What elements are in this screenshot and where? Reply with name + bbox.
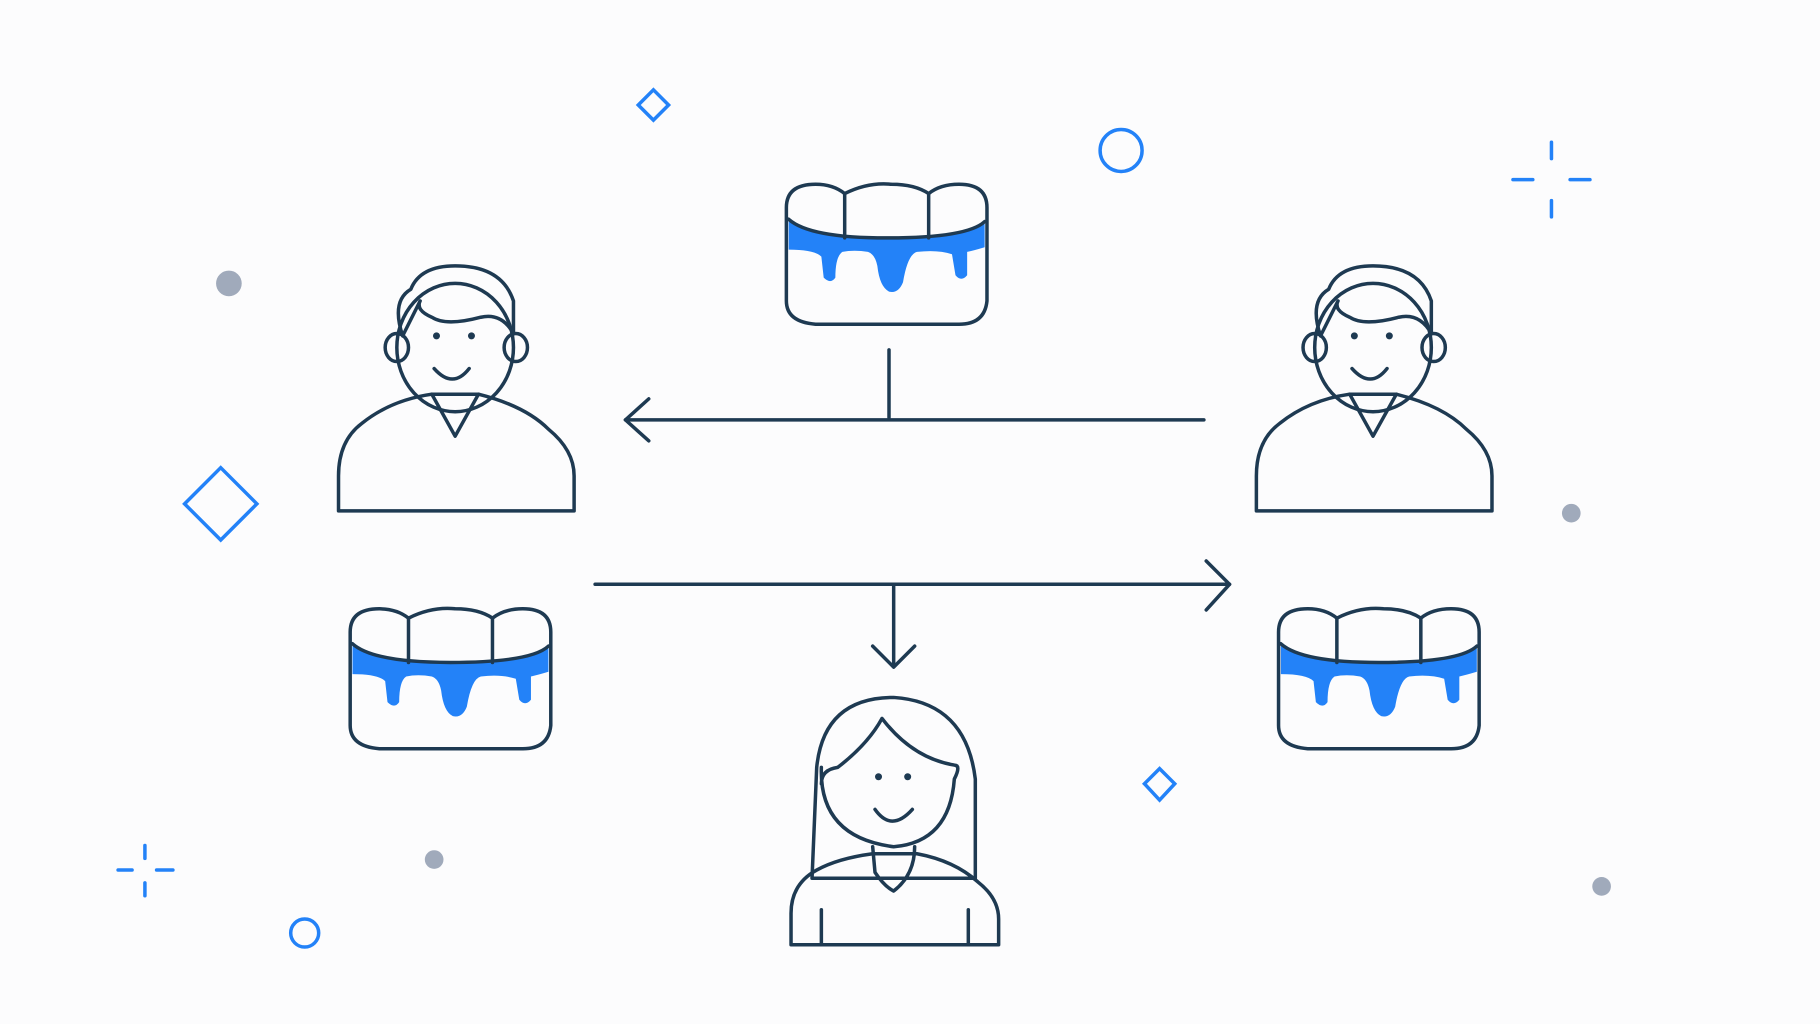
dot-icon [1592,877,1611,896]
dot-icon [1561,503,1581,523]
circle-icon [1098,127,1144,174]
sparkle-icon [116,843,175,898]
arrow-to-left-parent [623,348,1206,443]
sparkle-icon [1511,140,1592,219]
dot-icon [216,270,242,297]
circle-icon [288,917,321,949]
diamond-icon [182,465,260,543]
diamond-icon [635,87,672,123]
woman-icon [789,695,1001,947]
receding-gums-teeth-icon [784,182,989,326]
receding-gums-teeth-icon [348,606,553,751]
arrow-to-right-parent [593,559,1232,669]
diamond-icon [1141,766,1178,803]
receding-gums-teeth-icon [1276,606,1481,751]
man-icon [1254,264,1494,513]
dot-icon [424,850,444,869]
man-icon [336,264,576,513]
